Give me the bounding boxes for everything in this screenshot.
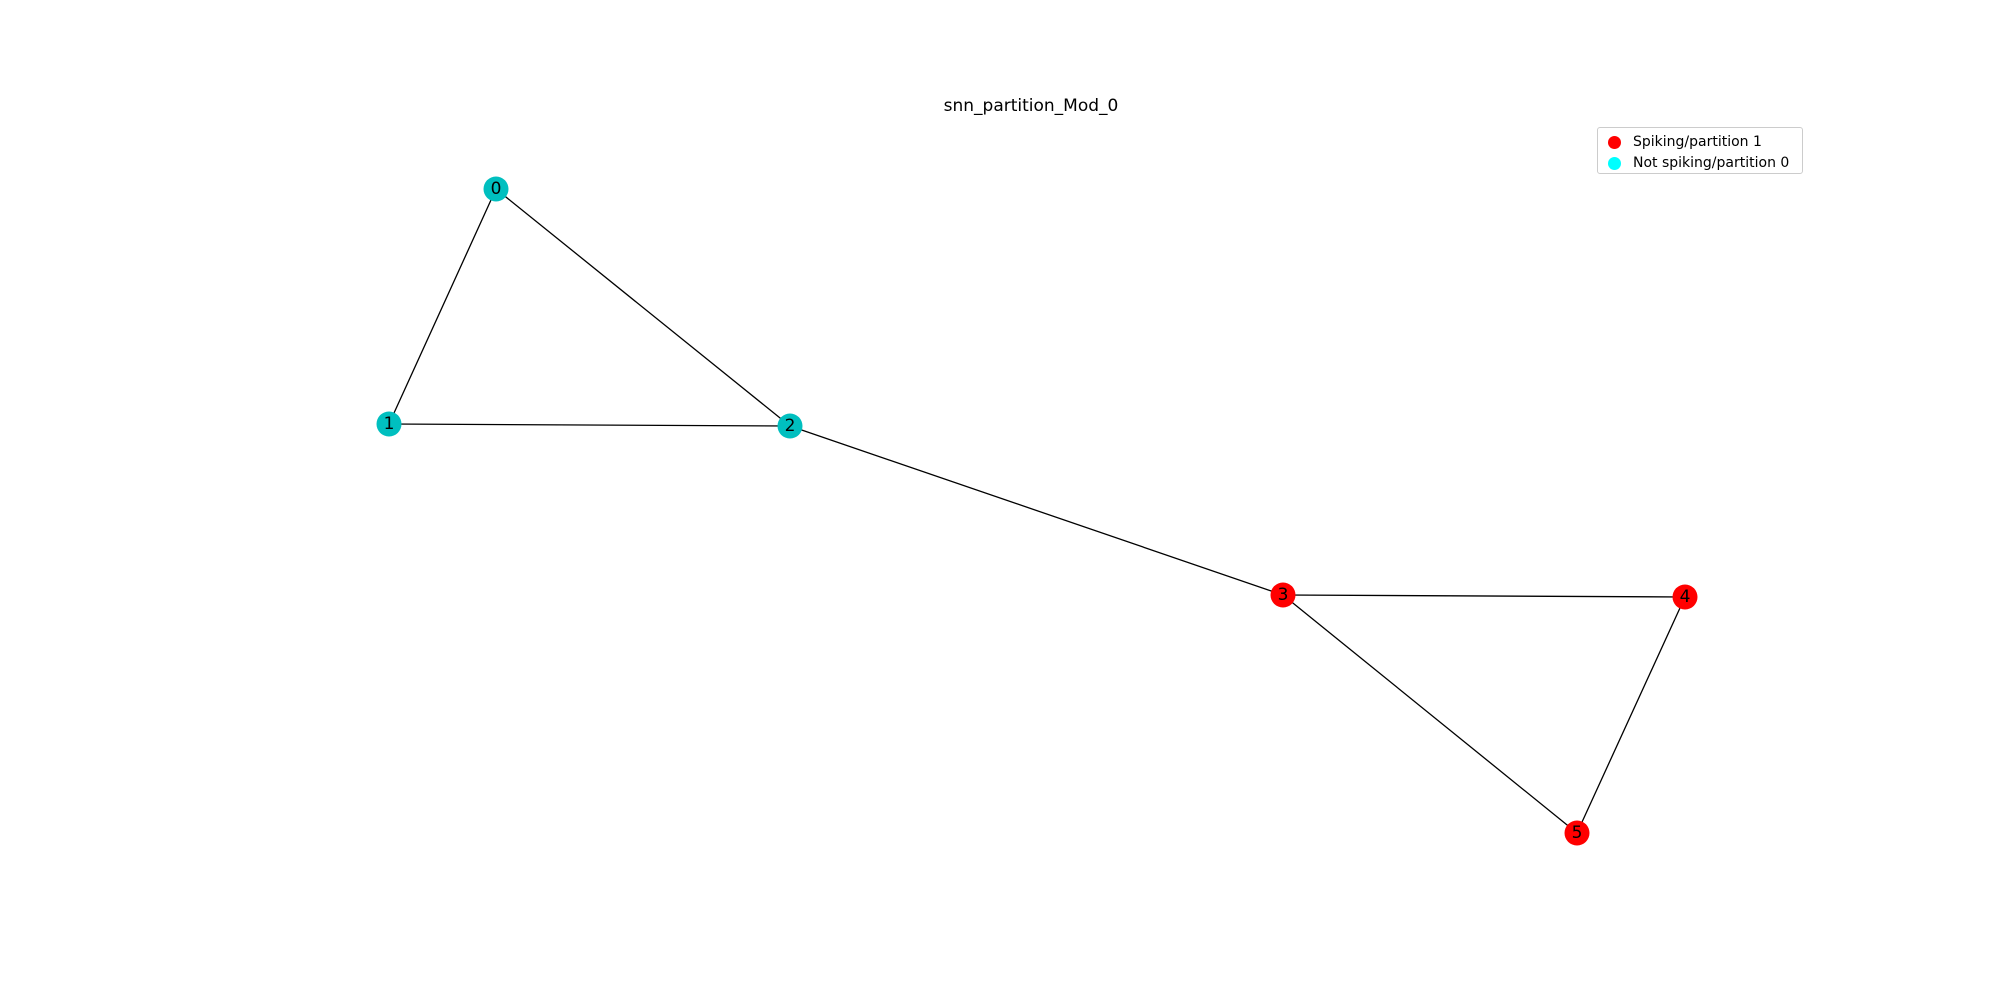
node-3: 3 — [1270, 582, 1296, 608]
node-label-4: 4 — [1680, 587, 1691, 607]
nodes-layer: 0 1 2 3 4 5 — [376, 176, 1698, 846]
edge-3-4 — [1282, 594, 1686, 598]
node-circle-5 — [1564, 820, 1590, 846]
edge-2-3 — [789, 425, 1284, 596]
node-5: 5 — [1564, 820, 1590, 846]
node-circle-3 — [1270, 582, 1296, 608]
legend-item-spiking: Spiking/partition 1 — [1598, 132, 1762, 152]
edge-4-5 — [1576, 596, 1686, 834]
legend-item-not-spiking: Not spiking/partition 0 — [1598, 153, 1789, 173]
node-circle-0 — [483, 176, 509, 202]
edge-0-2 — [495, 188, 791, 427]
node-circle-1 — [376, 411, 402, 437]
plot-title: snn_partition_Mod_0 — [943, 96, 1119, 116]
edge-3-5 — [1282, 594, 1578, 834]
node-label-0: 0 — [491, 179, 502, 199]
node-label-5: 5 — [1572, 823, 1583, 843]
node-label-3: 3 — [1278, 585, 1289, 605]
edges-layer — [388, 188, 1686, 834]
edge-1-2 — [388, 423, 791, 427]
legend-marker-spiking — [1608, 135, 1621, 149]
node-1: 1 — [376, 411, 402, 437]
legend-label-spiking: Spiking/partition 1 — [1633, 134, 1762, 150]
legend-label-not-spiking: Not spiking/partition 0 — [1633, 155, 1790, 171]
legend: Spiking/partition 1 Not spiking/partitio… — [1597, 127, 1803, 174]
node-0: 0 — [483, 176, 509, 202]
node-label-1: 1 — [384, 414, 395, 434]
edge-0-1 — [388, 188, 497, 425]
node-4: 4 — [1672, 584, 1698, 610]
node-label-2: 2 — [785, 416, 796, 436]
node-2: 2 — [777, 413, 803, 439]
legend-marker-not-spiking — [1608, 156, 1621, 170]
node-circle-2 — [777, 413, 803, 439]
node-circle-4 — [1672, 584, 1698, 610]
